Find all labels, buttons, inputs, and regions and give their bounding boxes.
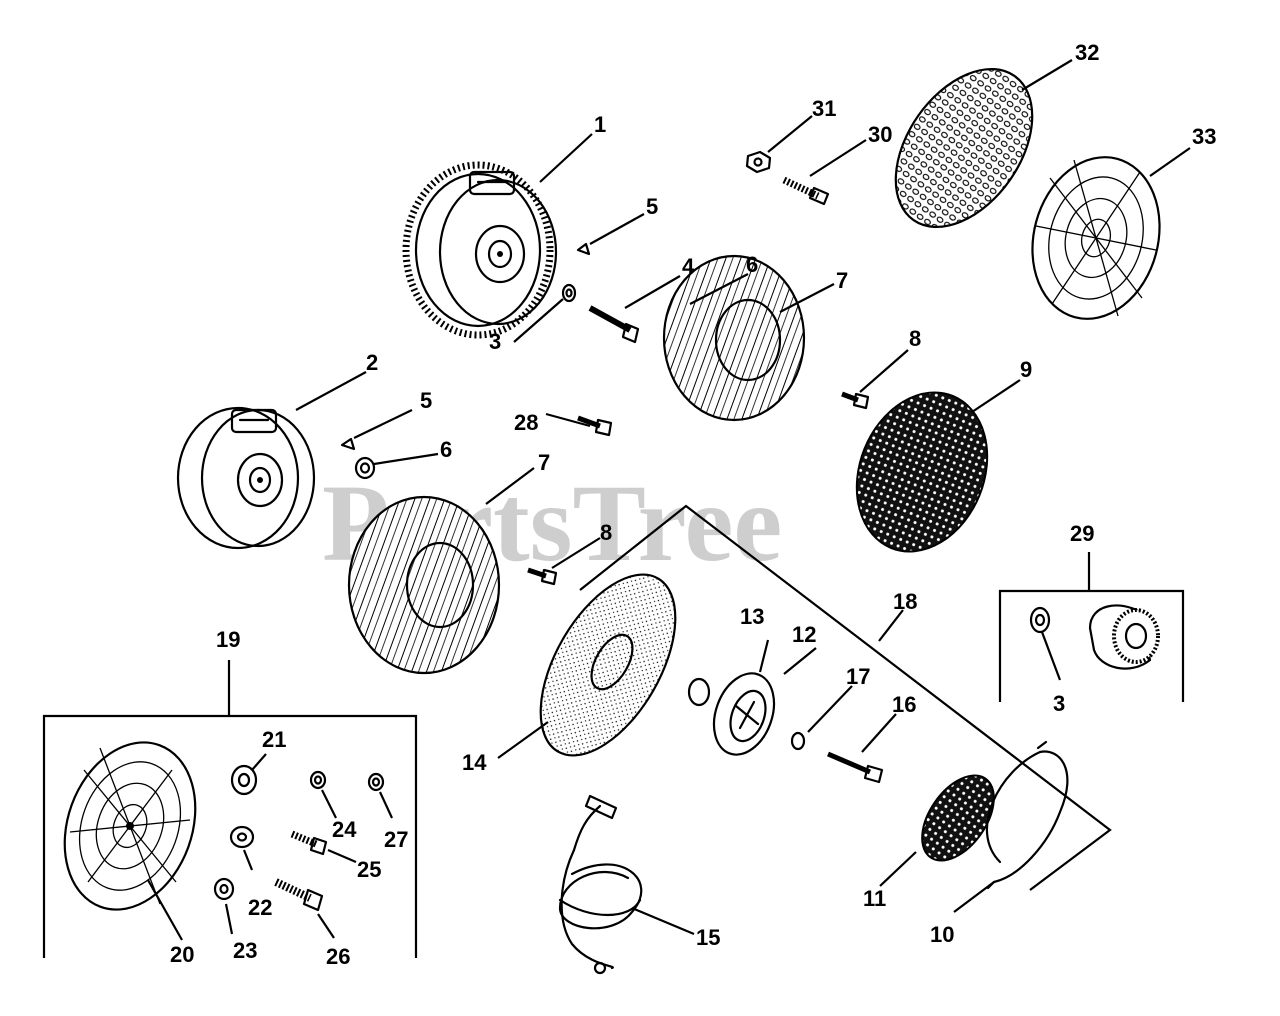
callout-22: 22: [248, 895, 272, 920]
part-washer-23: [213, 877, 235, 901]
kit-bracket-18: [579, 504, 1112, 891]
part-screen-9: [855, 391, 989, 553]
callout-24: 24: [332, 817, 357, 842]
part-grille-20: [63, 741, 197, 911]
callout-5-upper: 5: [646, 194, 658, 219]
callout-19: 19: [216, 627, 240, 652]
callout-6-lower: 6: [440, 437, 452, 462]
callout-6-upper: 6: [746, 252, 758, 277]
part-retainer-ring-10: [985, 740, 1069, 890]
part-washer-3-upper: [561, 283, 577, 303]
kit-box-19: [42, 660, 418, 958]
callout-8-upper: 8: [909, 326, 921, 351]
callout-5-lower: 5: [420, 388, 432, 413]
part-key-5-upper: [576, 242, 591, 256]
callout-9: 9: [1020, 357, 1032, 382]
callout-18: 18: [893, 589, 917, 614]
kit-box-29: [998, 552, 1185, 702]
callout-25: 25: [357, 857, 381, 882]
callout-10: 10: [930, 922, 954, 947]
part-spacer-13: [687, 677, 711, 707]
part-screw-30: [782, 176, 830, 206]
part-hub-12: [712, 672, 776, 756]
part-grille-33: [1031, 156, 1161, 320]
part-wire-harness-15: [558, 794, 643, 975]
part-perforated-plate-32: [894, 67, 1034, 229]
part-bolt-4: [588, 305, 640, 344]
part-lockwasher-27: [367, 772, 385, 792]
callout-27: 27: [384, 827, 408, 852]
callout-26: 26: [326, 944, 350, 969]
part-fan-lower: [347, 495, 501, 675]
callout-14: 14: [462, 750, 487, 775]
callout-30: 30: [868, 122, 892, 147]
callout-32: 32: [1075, 40, 1099, 65]
callout-21: 21: [262, 727, 286, 752]
part-flywheel: [176, 406, 316, 550]
callout-4: 4: [682, 254, 695, 279]
part-flywheel-ring-gear: [402, 161, 558, 339]
callout-7-upper: 7: [836, 268, 848, 293]
callout-11: 11: [863, 886, 886, 911]
part-key-5-lower: [340, 437, 356, 451]
part-screw-26: [274, 878, 324, 912]
part-nut-31: [745, 150, 772, 174]
part-spacer-21: [230, 764, 258, 796]
part-bolt-28: [577, 415, 613, 437]
callout-8-lower: 8: [600, 520, 612, 545]
callout-3-kit: 3: [1053, 691, 1065, 716]
part-fan-upper: [662, 254, 806, 422]
callout-33: 33: [1192, 124, 1216, 149]
part-lockwasher-24: [309, 770, 327, 790]
callout-17: 17: [846, 664, 870, 689]
callout-15: 15: [696, 925, 720, 950]
part-disk-14: [539, 573, 677, 757]
callout-28: 28: [514, 410, 538, 435]
callout-labels: 1 2 3 3 4 5 5 6 6 7 7 8 8 9 10 11 12 13 …: [170, 40, 1216, 969]
part-bolt-8-upper: [841, 391, 870, 410]
callout-7-lower: 7: [538, 450, 550, 475]
leader-lines: [147, 59, 1191, 941]
callout-20: 20: [170, 942, 194, 967]
part-screw-25: [290, 830, 328, 856]
part-bolt-16: [827, 751, 884, 784]
callout-12: 12: [792, 622, 816, 647]
callout-16: 16: [892, 692, 916, 717]
part-bolt-8-lower: [527, 567, 558, 586]
part-washer-17: [790, 731, 806, 751]
callout-29: 29: [1070, 521, 1094, 546]
part-washer-6-lower: [354, 456, 376, 480]
callout-2: 2: [366, 350, 378, 375]
part-washer-22: [229, 825, 255, 849]
callout-13: 13: [740, 604, 764, 629]
callout-31: 31: [812, 96, 836, 121]
part-screen-11: [921, 774, 995, 862]
callout-23: 23: [233, 938, 257, 963]
callout-1: 1: [594, 112, 606, 137]
callout-3-upper: 3: [489, 329, 501, 354]
